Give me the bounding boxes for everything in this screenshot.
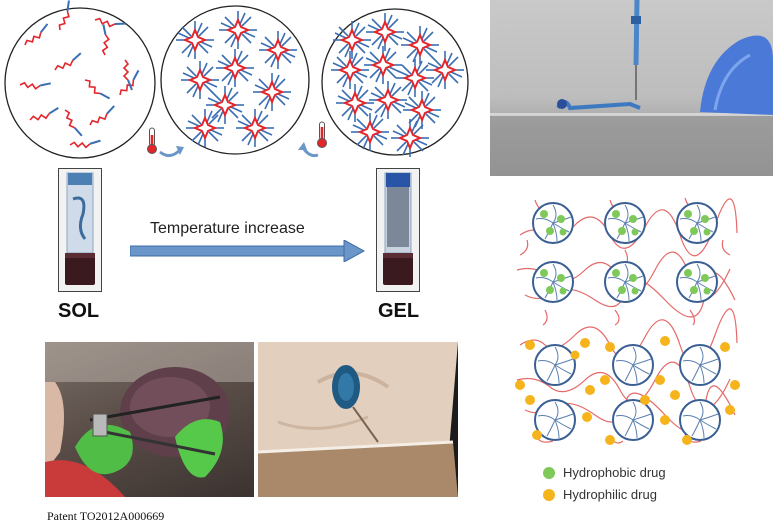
temperature-arrow (130, 240, 366, 262)
tissue-photo (258, 342, 458, 497)
micelle-schematic (4, 0, 469, 159)
legend-label: Hydrophobic drug (563, 465, 666, 480)
syringe-photo (490, 0, 773, 176)
gel-label: GEL (378, 300, 420, 322)
unimer-circle (4, 0, 156, 159)
curved-arrow-icon (159, 148, 182, 157)
orange-dot-icon (543, 488, 555, 501)
legend-item-hydrophilic: Hydrophilic drug (543, 487, 657, 502)
legend-label: Hydrophilic drug (563, 487, 657, 502)
thermometer-icon (147, 127, 157, 154)
legend-item-hydrophobic: Hydrophobic drug (543, 465, 666, 480)
sol-vial-photo (58, 168, 102, 292)
sol-label: SOL (58, 300, 100, 322)
packed-micelle-circle (321, 8, 469, 158)
patent-caption: Patent TO2012A000669 (47, 509, 165, 523)
temperature-increase-label: Temperature increase (150, 220, 305, 237)
green-dot-icon (543, 466, 555, 479)
micelle-circle (160, 5, 310, 155)
drug-loading-schematic (515, 197, 740, 445)
gel-vial-photo (376, 168, 420, 292)
surgery-photo (45, 342, 254, 497)
thermometer-icon (317, 121, 327, 148)
